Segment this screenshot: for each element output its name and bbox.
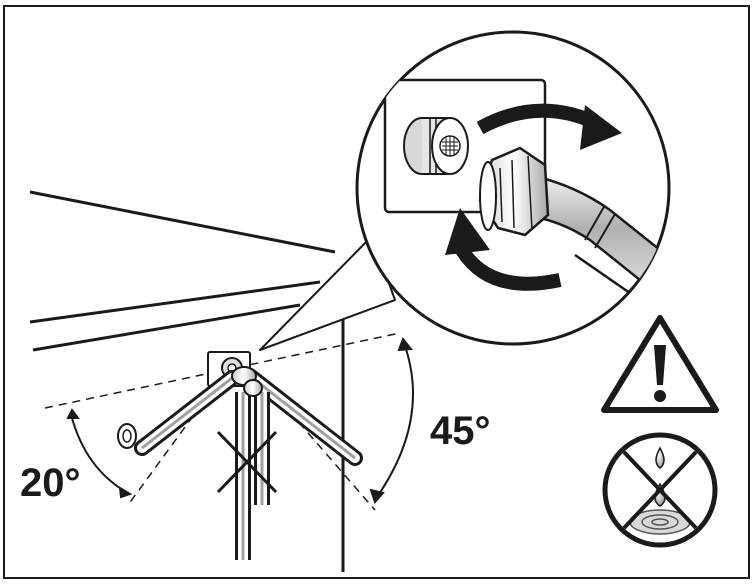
angle-arc-right bbox=[369, 336, 414, 504]
machine-body bbox=[29, 190, 345, 572]
angle-label-45: 45° bbox=[430, 409, 491, 453]
hose-position-right bbox=[242, 368, 363, 466]
hose-position-down-incorrect bbox=[235, 392, 270, 560]
coupling-nut bbox=[478, 146, 550, 237]
no-water-leak-icon bbox=[602, 432, 718, 548]
magnified-view bbox=[355, 30, 671, 346]
hose-position-left bbox=[134, 370, 240, 456]
hose-coupling bbox=[231, 366, 263, 397]
angle-label-20: 20° bbox=[20, 461, 81, 505]
rotate-arrows-icon bbox=[445, 103, 622, 291]
incorrect-cross-mark bbox=[216, 430, 278, 494]
valve-spout bbox=[403, 117, 469, 175]
warning-triangle-icon bbox=[601, 315, 719, 413]
angle-arc-left bbox=[66, 408, 133, 499]
